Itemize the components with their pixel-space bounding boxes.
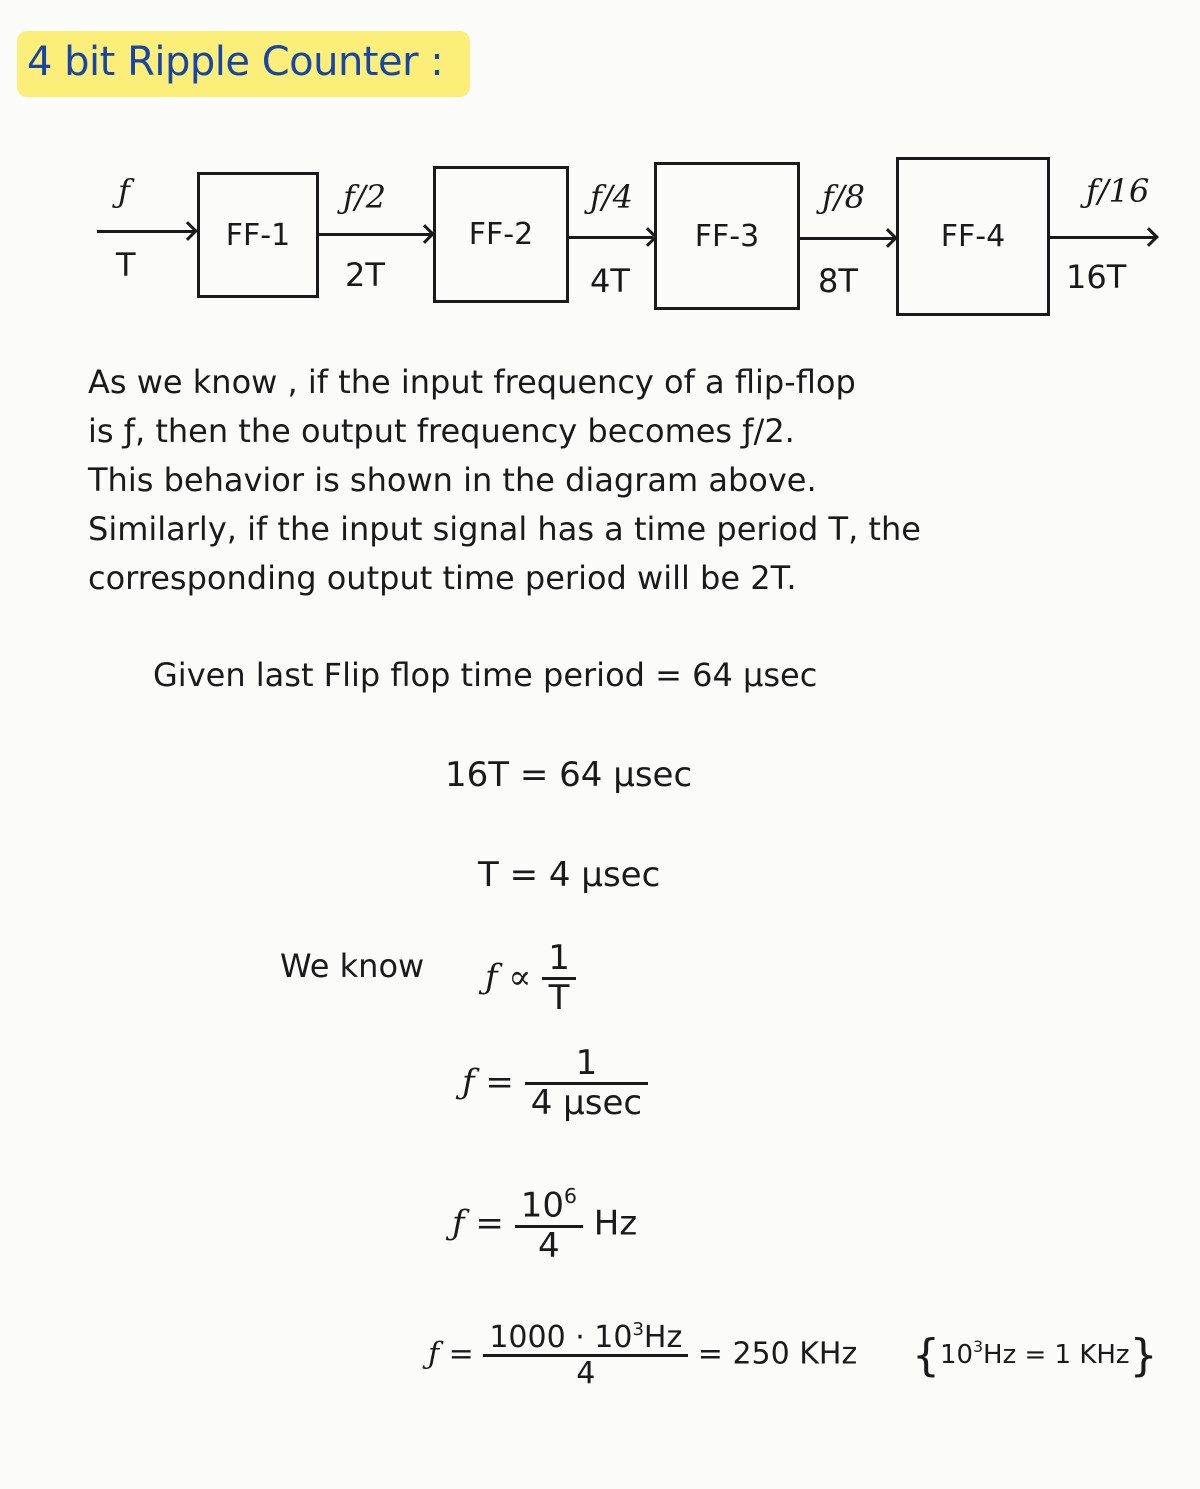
ff3-out-frequency: ƒ/8 [822,178,865,216]
ff1-out-line [319,233,431,236]
flip-flop-2: FF-2 [433,166,569,303]
ff1-out-frequency: ƒ/2 [343,178,386,216]
explanation-line: This behavior is shown in the diagram ab… [88,461,817,499]
unit-note: {103Hz = 1 KHz} [912,1330,1158,1381]
ff-label: FF-1 [225,217,291,253]
explanation-line: Similarly, if the input signal has a tim… [88,510,921,548]
note-text: Hz = 1 KHz [983,1340,1130,1370]
ff3-out-period: 8T [818,262,858,300]
numerator: 1000 · 103Hz [483,1320,688,1354]
ff-label: FF-3 [694,218,760,254]
equation-lhs: ƒ = [428,1336,474,1372]
input-period: T [116,246,136,284]
ripple-counter-diagram: ƒ T FF-1 ƒ/2 2T FF-2 ƒ/4 4T FF-3 ƒ/8 8T … [0,150,1200,330]
numerator: 1 [575,1043,598,1083]
unit: Hz [643,1319,683,1355]
numerator: 1 [548,938,570,978]
explanation-paragraph: As we know , if the input frequency of a… [88,358,921,603]
denominator: 4 μsec [530,1083,643,1124]
equation-t: T = 4 μsec [478,855,661,895]
flip-flop-1: FF-1 [197,172,319,298]
exponent: 3 [973,1338,984,1357]
ff4-out-frequency: ƒ/16 [1086,172,1150,210]
fraction-bar [483,1353,689,1357]
ff-label: FF-4 [940,219,1006,254]
input-line [97,230,194,233]
fraction-bar [514,1224,583,1228]
base: 10 [520,1185,564,1226]
denominator: 4 [576,1355,596,1391]
equation-f-reciprocal: ƒ = 1 4 μsec [462,1043,649,1124]
arrow-icon [1139,227,1159,247]
explanation-line: corresponding output time period will be… [88,559,797,597]
equation-proportional: ƒ ∝ 1 T [485,938,576,1019]
equation-lhs: ƒ = [452,1203,504,1244]
explanation-line: As we know , if the input frequency of a… [88,363,856,401]
ff3-out-line [800,237,894,240]
base: 10 [940,1340,974,1370]
ff4-out-line [1050,236,1156,239]
arrow-icon [415,224,435,244]
arrow-icon [878,228,898,248]
flip-flop-4: FF-4 [896,157,1050,316]
fraction: 1 4 μsec [524,1043,649,1124]
unit: Hz [593,1203,638,1244]
ff1-out-period: 2T [345,256,385,294]
ff2-out-frequency: ƒ/4 [590,178,633,216]
title-highlight: 4 bit Ripple Counter : [17,31,470,97]
numerator: 106 [515,1185,583,1225]
exponent: 3 [632,1319,644,1340]
ff-label: FF-2 [468,217,534,252]
we-know-label: We know [280,947,425,985]
page-title: 4 bit Ripple Counter : [27,39,444,85]
base: 1000 · 10 [489,1319,633,1355]
equation-f-result: ƒ = 1000 · 103Hz 4 = 250 KHz [428,1320,857,1390]
given-statement: Given last Flip flop time period = 64 μs… [153,656,818,694]
input-frequency: ƒ [118,172,130,210]
ff4-out-period: 16T [1066,258,1127,296]
exponent: 6 [563,1184,577,1208]
equation-lhs: ƒ = [462,1062,514,1103]
ff2-out-period: 4T [590,262,630,300]
fraction: 1000 · 103Hz 4 [483,1320,689,1391]
flip-flop-3: FF-3 [654,162,800,310]
fraction: 106 4 [514,1185,583,1266]
result: = 250 KHz [697,1336,858,1372]
left-brace-icon: { [912,1330,940,1381]
fraction: 1 T [542,938,576,1019]
equation-f-hz: ƒ = 106 4 Hz [452,1185,637,1265]
ff2-out-line [569,236,653,239]
equation-16t: 16T = 64 μsec [445,755,693,795]
denominator: T [548,978,570,1019]
denominator: 4 [538,1225,560,1266]
fraction-bar [524,1082,649,1086]
arrow-icon [178,221,198,241]
right-brace-icon: } [1129,1330,1158,1381]
equation-lhs: ƒ ∝ [485,957,532,998]
explanation-line: is ƒ, then the output frequency becomes … [88,412,795,450]
fraction-bar [542,977,576,981]
